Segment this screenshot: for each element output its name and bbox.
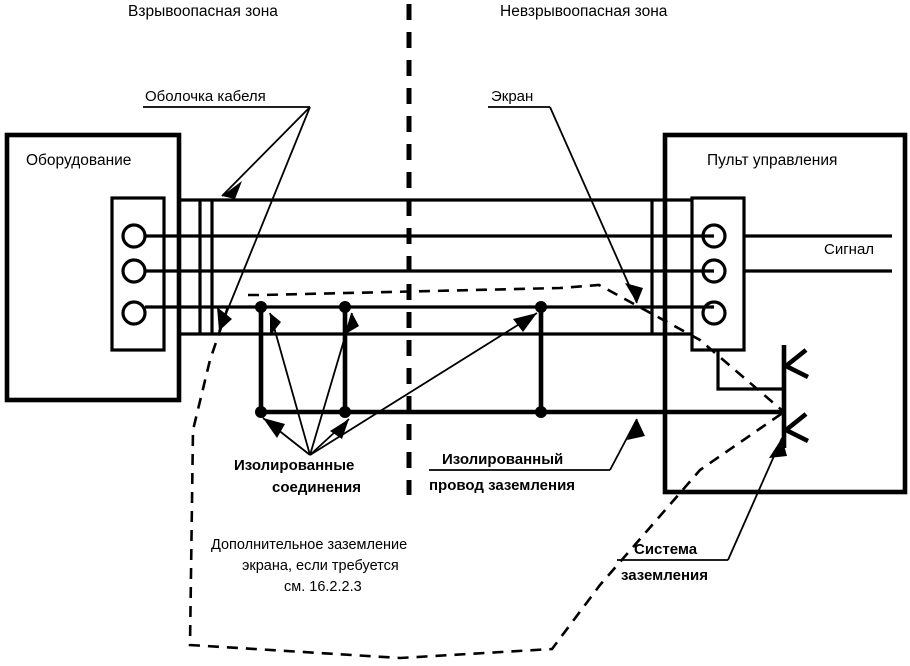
junction-dot-bus-mid: [339, 406, 351, 418]
junction-dot-shield-mid: [339, 301, 351, 313]
shield-conductor-dashed-path: [248, 283, 785, 413]
additional-ground-note-line3: см. 16.2.2.3: [284, 579, 362, 595]
equipment-enclosure-box: [4, 132, 182, 403]
screen-arrowhead: [625, 283, 643, 303]
cable-sheath-leader-a: [221, 106, 311, 197]
non-hazardous-zone-title: Невзрывоопасная зона: [500, 3, 668, 20]
cable-sheath-arrowhead-a: [222, 181, 242, 199]
additional-ground-note-line2: экрана, если требуется: [242, 558, 399, 574]
junction-dot-bus-right: [535, 406, 547, 418]
junction-dot-bus-left: [255, 406, 267, 418]
grounding-system-leader: [727, 437, 783, 561]
hazardous-zone-title: Взрывоопасная зона: [128, 3, 278, 20]
equipment-box-title: Оборудование: [26, 152, 131, 169]
screen-label: Экран: [491, 88, 533, 105]
isolated-ground-wire-label-line2: провод заземления: [429, 477, 575, 494]
isolated-conn-arrowhead-3: [263, 418, 285, 438]
ground-symbol-upper-icon: [781, 348, 810, 380]
isolated-conn-arrowhead-1: [270, 313, 281, 336]
isolated-conn-arrowhead-2: [344, 313, 359, 335]
isolated-ground-wire-leader: [609, 418, 638, 471]
screen-leader-line: [549, 106, 638, 304]
isolated-connections-label-line2: соединения: [272, 479, 361, 496]
isolated-conn-long-arrowhead: [513, 313, 537, 332]
isolated-ground-wire-arrowhead: [627, 419, 645, 440]
additional-shield-ground-dashed-loop: [188, 306, 785, 660]
grounding-system-arrowhead: [769, 438, 787, 458]
control-panel-title: Пульт управления: [707, 152, 837, 169]
panel-internal-ground-wire: [716, 350, 784, 391]
isolated-conn-long-leader: [309, 312, 538, 456]
cable-sheath-leader-b: [218, 106, 311, 332]
junction-dot-shield-right: [535, 301, 547, 313]
panel-terminal-3: [701, 300, 727, 326]
ground-symbol-lower-icon: [781, 412, 810, 444]
isolated-conn-arrowhead-4: [330, 419, 349, 439]
junction-dot-shield-left: [255, 301, 267, 313]
equipment-terminal-3: [121, 300, 147, 326]
cable-sheath-label: Оболочка кабеля: [145, 88, 266, 105]
isolated-conn-leader-2: [309, 312, 353, 456]
equipment-terminal-strip: [110, 196, 166, 352]
grounding-system-label-line2: заземления: [621, 567, 708, 584]
isolated-connections-label-line1: Изолированные: [234, 457, 354, 474]
cable-sheath-arrowhead-b: [217, 307, 232, 331]
isolated-ground-wire-label-line1: Изолированный: [442, 451, 563, 468]
isolated-conn-leader-1: [269, 312, 311, 456]
additional-ground-note-line1: Дополнительное заземление: [211, 537, 407, 553]
grounding-system-label-line1: Система: [634, 541, 698, 558]
signal-label: Сигнал: [824, 241, 874, 258]
